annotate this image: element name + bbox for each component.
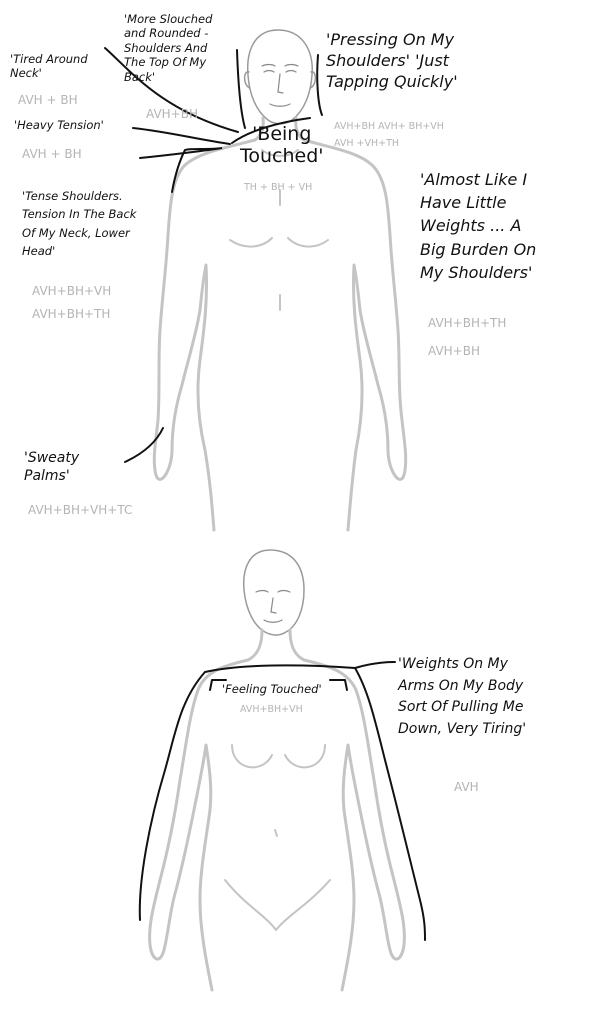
figure-2-neck — [248, 630, 262, 660]
annotation-sweaty: 'Sweaty Palms' — [24, 450, 79, 485]
codes-being-touched: TH + BH + VH — [244, 180, 312, 196]
codes-pressing: AVH+BH AVH+ BH+VH AVH +VH+TH — [334, 118, 444, 152]
leader-pressing — [317, 55, 322, 115]
codes-sweaty: AVH+BH+VH+TC — [28, 500, 132, 520]
codes-tense-shoulders: AVH+BH+VH AVH+BH+TH — [32, 280, 111, 326]
figure-2-breast — [285, 745, 325, 767]
codes-feeling-touched: AVH+BH+VH — [240, 702, 303, 718]
annotation-slouched: 'More Slouched and Rounded - Shoulders A… — [124, 12, 212, 84]
annotation-feeling-touched: 'Feeling Touched' — [222, 682, 322, 696]
bracket-feeling-touched-right — [330, 680, 347, 690]
figure-2-neck — [290, 630, 304, 660]
annotation-being-touched: 'Being Touched' — [240, 124, 324, 168]
annotation-pressing: 'Pressing On My Shoulders' 'Just Tapping… — [326, 30, 458, 92]
figure-1-left-side — [154, 140, 255, 530]
figure-1-leader-lines — [105, 48, 322, 462]
annotation-weights-arms: 'Weights On My Arms On My Body Sort Of P… — [398, 654, 526, 741]
annotation-tense-shoulders: 'Tense Shoulders. Tension In The Back Of… — [22, 187, 136, 261]
annotation-tired-neck: 'Tired Around Neck' — [10, 52, 88, 81]
figure-2-face — [256, 591, 290, 623]
figure-2-right-side — [304, 660, 404, 990]
codes-weights: AVH+BH+TH AVH+BH — [428, 310, 506, 365]
figure-1-chest-line — [230, 238, 272, 247]
annotation-heavy-tension: 'Heavy Tension' — [14, 118, 104, 132]
codes-weights-arms: AVH — [454, 777, 479, 797]
figure-2-hips — [225, 880, 330, 930]
codes-slouched: AVH+BH — [146, 104, 198, 124]
figure-1-right-side — [304, 140, 406, 530]
leader-heavy-tension — [133, 128, 230, 144]
figure-2-breast — [232, 745, 272, 767]
leader-weights-arms — [355, 662, 395, 668]
figure-1-chest-line — [288, 238, 328, 247]
codes-heavy-tension: AVH + BH — [22, 144, 82, 164]
codes-tired-neck: AVH + BH — [18, 90, 78, 110]
figure-2-left-side — [150, 660, 248, 990]
leader-slouched — [237, 50, 245, 128]
annotation-weights: 'Almost Like I Have Little Weights ... A… — [420, 168, 536, 284]
figure-2-body — [150, 550, 405, 990]
figure-1-face — [262, 65, 298, 107]
figure-2-navel — [275, 830, 277, 836]
